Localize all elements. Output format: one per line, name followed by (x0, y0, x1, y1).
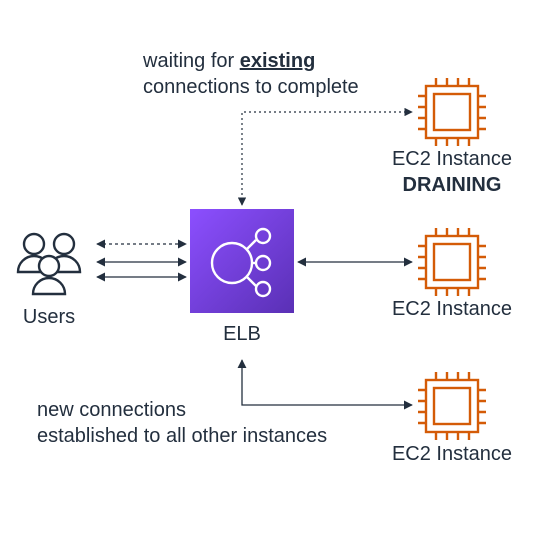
new-connections-note-line2: established to all other instances (37, 425, 328, 447)
draining-note-line1: waiting for existing (143, 48, 359, 74)
draining-dotted-arrow (237, 107, 413, 206)
new-connections-note: new connections established to all other… (37, 397, 327, 449)
load-balancer-icon (190, 209, 294, 313)
ec2-chip-icon (418, 228, 486, 296)
ec2-chip-icon (418, 78, 486, 146)
draining-note-prefix: waiting for (143, 50, 240, 72)
draining-note: waiting for existing connections to comp… (143, 48, 359, 100)
users-icon (16, 232, 82, 296)
draining-note-emphasis: existing (239, 50, 316, 72)
new-connections-note-line1: new connections (37, 399, 186, 421)
draining-note-line2: connections to complete (143, 76, 359, 98)
instance-label: EC2 Instance (391, 443, 513, 465)
new-connection-arrow (237, 359, 413, 410)
elb-label: ELB (223, 323, 261, 345)
users-label: Users (22, 306, 76, 328)
ec2-chip-icon (418, 372, 486, 440)
instance-label: EC2 Instance (391, 298, 513, 320)
draining-status-label: DRAINING (402, 174, 502, 196)
instance-label: EC2 Instance (391, 148, 513, 170)
users-elb-connections (96, 239, 187, 282)
